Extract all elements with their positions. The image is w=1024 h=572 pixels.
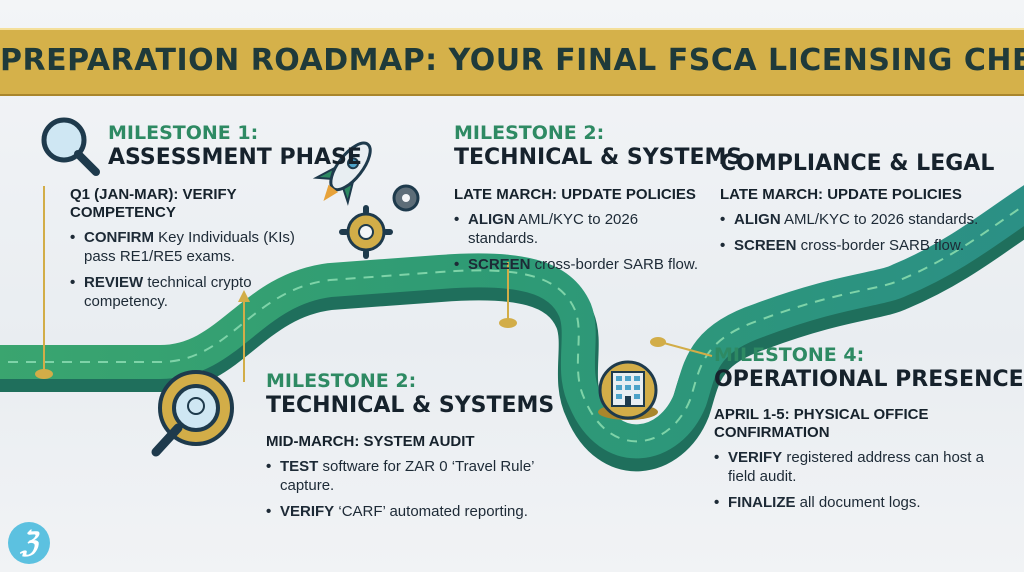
list-item: ALIGN AML/KYC to 2026 standards. [720,210,990,229]
milestone-2-bottom-phase: MID-MARCH: SYSTEM AUDIT [266,433,475,450]
header-banner: PREPARATION ROADMAP: YOUR FINAL FSCA LIC… [0,28,1024,96]
list-item: SCREEN cross-border SARB flow. [720,236,990,255]
list-item: ALIGN AML/KYC to 2026 standards. [454,210,704,248]
milestone-2-top-label: MILESTONE 2: [454,122,605,144]
magnifier-icon [41,117,100,176]
milestone-1-heading: MILESTONE 1: ASSESSMENT PHASE [108,122,362,172]
road-center-line [0,204,1024,443]
milestone-4-title: OPERATIONAL PRESENCE [714,367,1024,392]
milestone-1-label: MILESTONE 1: [108,122,259,144]
milestone-1-details: Q1 (JAN-MAR): VERIFY COMPETENCY CONFIRM … [70,178,300,318]
compliance-heading: COMPLIANCE & LEGAL [720,150,994,178]
milestone-4-heading: MILESTONE 4: OPERATIONAL PRESENCE [714,344,1024,394]
milestone-2-bottom-heading: MILESTONE 2: TECHNICAL & SYSTEMS [266,370,554,420]
milestone-1-phase: Q1 (JAN-MAR): VERIFY COMPETENCY [70,186,237,221]
pin-dot-2 [499,318,517,328]
milestone-2-bottom-bullets: TEST software for ZAR 0 ‘Travel Rule’ ca… [266,457,556,521]
pin-dot-1 [35,369,53,379]
compliance-details: LATE MARCH: UPDATE POLICIES ALIGN AML/KY… [720,178,990,262]
list-item: FINALIZE all document logs. [714,493,1004,512]
milestone-4-label: MILESTONE 4: [714,344,865,366]
gear-magnifier-icon [151,370,234,457]
gears-icon [339,184,420,259]
list-item: REVIEW technical crypto competency. [70,273,300,311]
milestone-2-bottom-details: MID-MARCH: SYSTEM AUDIT TEST software fo… [266,425,556,528]
compliance-bullets: ALIGN AML/KYC to 2026 standards. SCREEN … [720,210,990,255]
milestone-2-bottom-label: MILESTONE 2: [266,370,417,392]
pin-dot-4 [650,337,666,347]
milestone-1-title: ASSESSMENT PHASE [108,145,362,170]
list-item: CONFIRM Key Individuals (KIs) pass RE1/R… [70,228,300,266]
milestone-2-top-heading: MILESTONE 2: TECHNICAL & SYSTEMS [454,122,742,172]
pin-line-4 [659,341,713,357]
milestone-2-bottom-title: TECHNICAL & SYSTEMS [266,393,555,418]
milestone-2-top-bullets: ALIGN AML/KYC to 2026 standards. SCREEN … [454,210,704,274]
compliance-title: COMPLIANCE & LEGAL [720,151,995,176]
compliance-phase: LATE MARCH: UPDATE POLICIES [720,186,962,203]
list-item: SCREEN cross-border SARB flow. [454,255,704,274]
milestone-2-top-phase: LATE MARCH: UPDATE POLICIES [454,186,696,203]
list-item: VERIFY ‘CARF’ automated reporting. [266,502,556,521]
milestone-4-details: APRIL 1-5: PHYSICAL OFFICE CONFIRMATION … [714,398,1004,519]
list-item: VERIFY registered address can host a fie… [714,448,1004,486]
list-item: TEST software for ZAR 0 ‘Travel Rule’ ca… [266,457,556,495]
milestone-2-top-details: LATE MARCH: UPDATE POLICIES ALIGN AML/KY… [454,178,704,281]
milestone-4-bullets: VERIFY registered address can host a fie… [714,448,1004,512]
milestone-1-bullets: CONFIRM Key Individuals (KIs) pass RE1/R… [70,228,300,311]
page-title: PREPARATION ROADMAP: YOUR FINAL FSCA LIC… [0,43,1024,78]
office-building-icon [598,360,658,420]
milestone-4-phase: APRIL 1-5: PHYSICAL OFFICE CONFIRMATION [714,406,929,441]
milestone-2-top-title: TECHNICAL & SYSTEMS [454,145,743,170]
brand-logo-icon: ℨ [8,522,50,564]
rocket-icon [312,141,372,206]
